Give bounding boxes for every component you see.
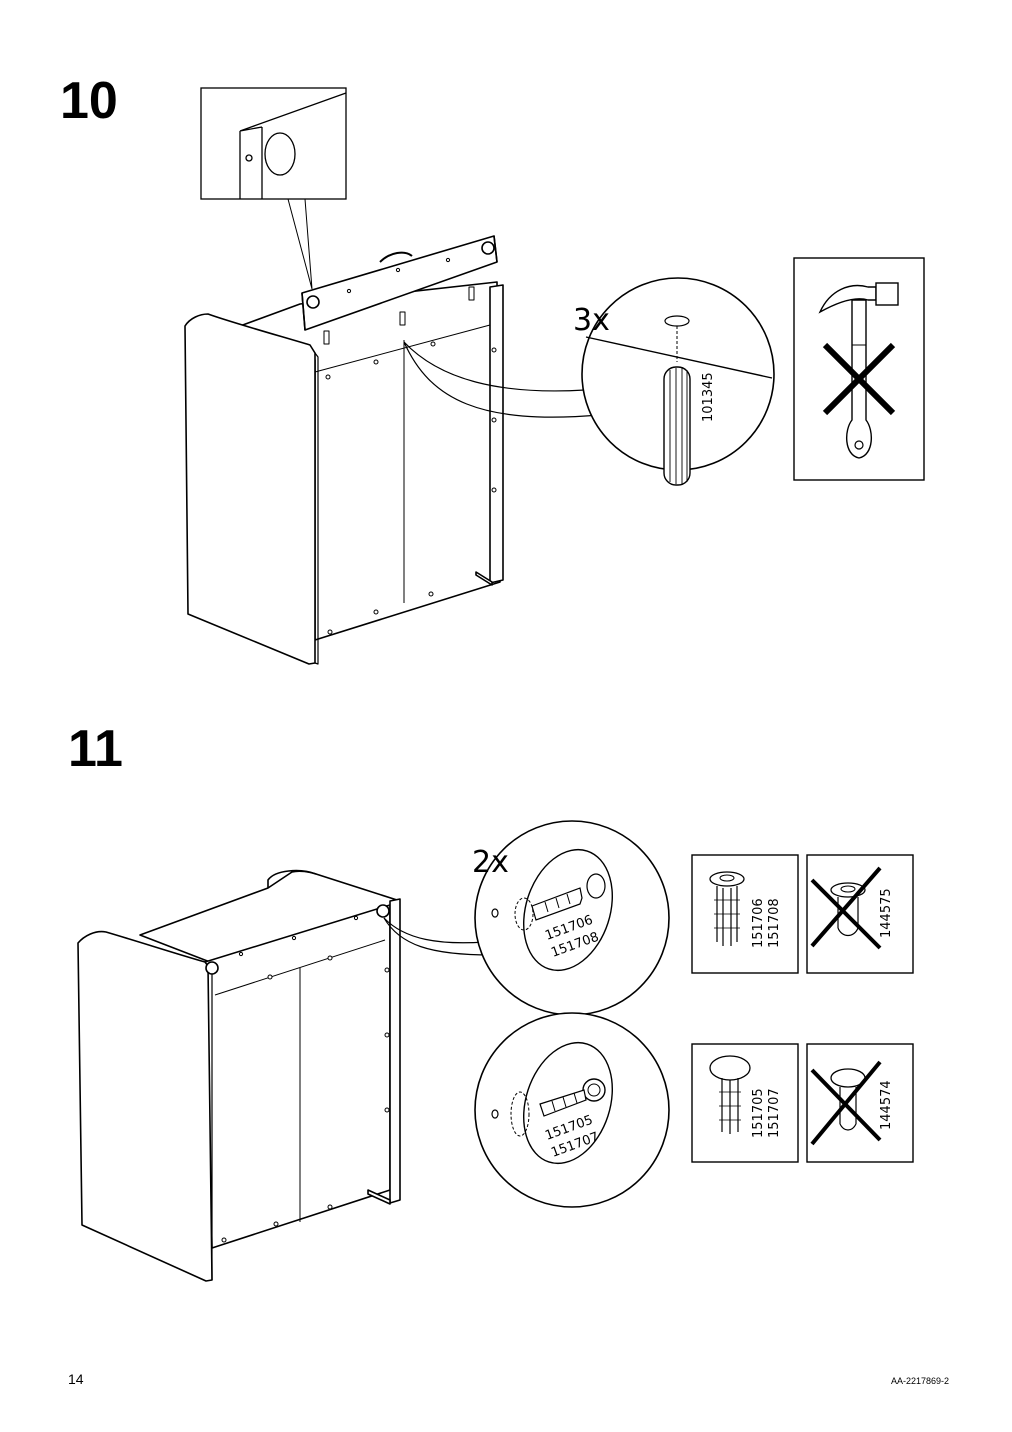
step-10-dowel-magnifier bbox=[403, 277, 775, 486]
step-10-number: 10 bbox=[60, 72, 118, 130]
lower-correct-part-box bbox=[691, 1043, 799, 1163]
zoom-leader-line bbox=[287, 198, 313, 290]
document-code: AA-2217869-2 bbox=[891, 1376, 949, 1386]
lower-not-code: 144574 bbox=[879, 1080, 894, 1130]
page-number: 14 bbox=[68, 1371, 84, 1387]
step-10-part-code: 101345 bbox=[701, 372, 716, 422]
step-10-quantity: 3x bbox=[573, 303, 610, 338]
step-11-cabinet bbox=[77, 869, 401, 1282]
step-11-lower-magnifier bbox=[474, 1012, 670, 1208]
step-10-cabinet bbox=[184, 235, 504, 665]
lower-ok-code-1: 151705 bbox=[751, 1088, 766, 1138]
step-10-rail-zoom-box bbox=[200, 87, 347, 200]
upper-correct-part-box bbox=[691, 854, 799, 974]
upper-ok-code-2: 151708 bbox=[767, 898, 782, 948]
step-11-quantity: 2x bbox=[472, 845, 509, 880]
upper-ok-code-1: 151706 bbox=[751, 898, 766, 948]
no-hammer-icon bbox=[793, 257, 925, 481]
step-11-number: 11 bbox=[68, 720, 123, 778]
upper-wrong-part-box bbox=[806, 854, 914, 974]
step-11-upper-magnifier bbox=[383, 820, 670, 1016]
lower-ok-code-2: 151707 bbox=[767, 1088, 782, 1138]
lower-wrong-part-box bbox=[806, 1043, 914, 1163]
upper-not-code: 144575 bbox=[879, 888, 894, 938]
